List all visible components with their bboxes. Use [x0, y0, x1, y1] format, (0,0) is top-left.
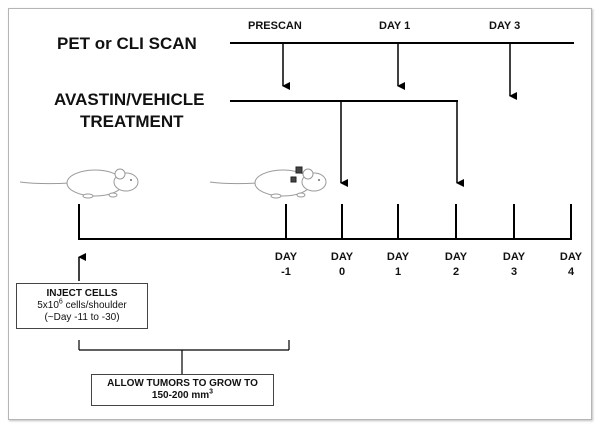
figure-frame [8, 8, 592, 420]
scan-label: PET or CLI SCAN [57, 34, 197, 53]
scan-timepoint-day3: DAY 3 [489, 20, 521, 32]
inject-timing: (~Day -11 to -30) [44, 312, 120, 323]
inject-title: INJECT CELLS [46, 288, 118, 299]
treatment-label-line1: AVASTIN/VEHICLE [54, 90, 205, 109]
tumor-icon [290, 176, 297, 183]
growth-bracket [78, 340, 290, 374]
treatment-label-line2: TREATMENT [80, 112, 184, 131]
mouse-icon [19, 168, 139, 199]
timeline-ticks [78, 204, 572, 240]
tumor-growth-line2: 150-200 mm3 [151, 388, 214, 401]
scan-timepoint-prescan: PRESCAN [248, 20, 302, 32]
tumor-growth-box: ALLOW TUMORS TO GROW TO 150-200 mm3 [91, 374, 274, 406]
tumor-icon [295, 166, 303, 174]
day-label: DAY-1 [274, 251, 298, 278]
inject-dose: 5x106 cells/shoulder [37, 298, 127, 311]
inject-cells-box: INJECT CELLS 5x106 cells/shoulder (~Day … [16, 283, 148, 329]
tumor-growth-line1: ALLOW TUMORS TO GROW TO [107, 378, 258, 389]
mouse-with-tumors-icon [209, 166, 327, 199]
scan-timepoint-day1: DAY 1 [379, 20, 411, 32]
